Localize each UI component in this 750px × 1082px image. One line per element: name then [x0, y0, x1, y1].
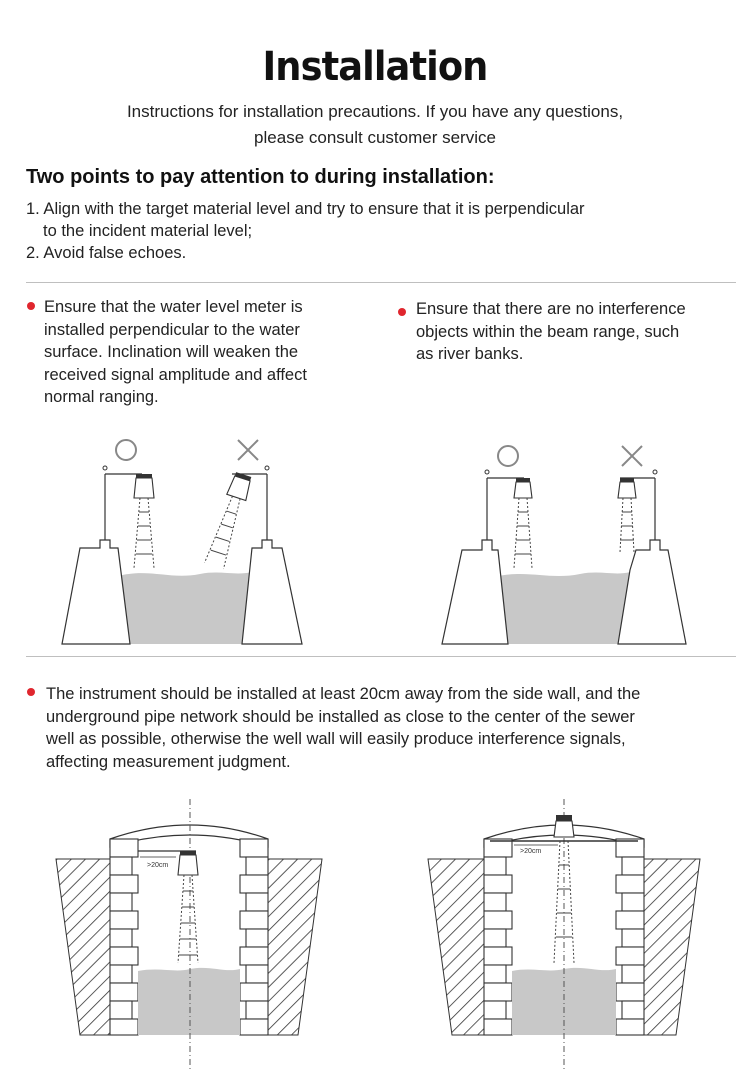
- tip-line: The instrument should be installed at le…: [46, 685, 641, 703]
- divider: [26, 656, 736, 657]
- right-bank: [617, 539, 687, 645]
- tip-line: received signal amplitude and affect: [44, 365, 307, 384]
- page-title: Installation: [262, 44, 489, 90]
- water-surface: [512, 967, 616, 1035]
- soil-left: [427, 858, 485, 1036]
- water-surface: [138, 967, 240, 1035]
- bullet-icon: [398, 308, 406, 316]
- brick-wall-left: [483, 838, 513, 1036]
- tip-line: Ensure that there are no interference: [416, 300, 686, 318]
- tip-line: underground pipe network should be insta…: [46, 707, 635, 726]
- tip-line: installed perpendicular to the water: [44, 320, 300, 339]
- wrong-mark-icon: [621, 445, 643, 467]
- divider: [26, 282, 736, 283]
- points-heading: Two points to pay attention to during in…: [26, 166, 495, 188]
- brick-wall-right: [239, 838, 269, 1036]
- wall-distance-label: >20cm: [147, 862, 168, 869]
- subtitle-line-1: Instructions for installation precaution…: [126, 102, 624, 121]
- sewer-well-center-diagram: >20cm: [427, 799, 701, 1071]
- tip-wall-distance: The instrument should be installed at le…: [46, 683, 640, 773]
- tip-line: Ensure that the water level meter is: [44, 298, 303, 316]
- point-1-line-2: to the incident material level;: [43, 222, 253, 240]
- soil-right: [643, 858, 701, 1036]
- brick-wall-left: [109, 838, 139, 1036]
- soil-left: [55, 858, 111, 1036]
- left-bank: [61, 539, 131, 645]
- right-bank: [241, 539, 303, 645]
- point-1-line-1: 1. Align with the target material level …: [26, 200, 585, 218]
- tip-line: as river banks.: [416, 345, 524, 363]
- perpendicular-diagram: [61, 439, 303, 645]
- water-surface: [498, 572, 630, 644]
- wrong-mark-icon: [237, 439, 259, 461]
- tip-line: objects within the beam range, such: [416, 322, 680, 341]
- wall-distance-label: >20cm: [520, 848, 541, 855]
- bullet-icon: [27, 302, 35, 310]
- brick-wall-right: [615, 838, 645, 1036]
- tip-perpendicular: Ensure that the water level meter is ins…: [44, 296, 307, 409]
- tip-no-interference: Ensure that there are no interference ob…: [416, 298, 686, 366]
- tip-line: normal ranging.: [44, 388, 159, 406]
- subtitle-line-2: please consult customer service: [254, 128, 496, 147]
- interference-diagram: [441, 445, 687, 645]
- correct-mark-icon: [497, 445, 519, 467]
- tip-line: affecting measurement judgment.: [46, 752, 291, 771]
- sewer-well-side-diagram: >20cm: [55, 799, 323, 1071]
- point-2: 2. Avoid false echoes.: [26, 244, 187, 262]
- soil-right: [267, 858, 323, 1036]
- water-surface: [118, 572, 252, 644]
- tip-line: well as possible, otherwise the well wal…: [46, 730, 626, 748]
- correct-mark-icon: [115, 439, 137, 461]
- tip-line: surface. Inclination will weaken the: [44, 343, 299, 361]
- bullet-icon: [27, 688, 35, 696]
- left-bank: [441, 539, 509, 645]
